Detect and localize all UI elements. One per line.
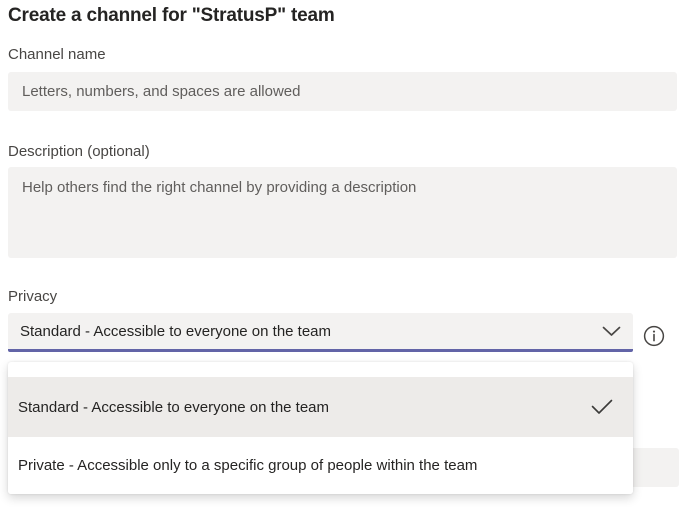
channel-name-label: Channel name <box>8 46 106 63</box>
description-textarea[interactable] <box>8 167 677 258</box>
privacy-selected-value: Standard - Accessible to everyone on the… <box>20 322 332 340</box>
privacy-options-popup: Standard - Accessible to everyone on the… <box>8 362 633 494</box>
checkmark-icon <box>591 399 613 415</box>
option-label: Standard - Accessible to everyone on the… <box>18 398 330 416</box>
privacy-option-standard[interactable]: Standard - Accessible to everyone on the… <box>8 377 633 437</box>
description-label: Description (optional) <box>8 143 150 160</box>
privacy-label: Privacy <box>8 288 58 305</box>
privacy-option-private[interactable]: Private - Accessible only to a specific … <box>8 437 633 494</box>
privacy-dropdown[interactable]: Standard - Accessible to everyone on the… <box>8 313 633 352</box>
option-label: Private - Accessible only to a specific … <box>18 457 478 474</box>
privacy-info-button[interactable] <box>643 325 665 347</box>
info-icon <box>643 325 665 347</box>
dialog-title: Create a channel for "StratusP" team <box>8 5 335 26</box>
chevron-down-icon <box>602 326 621 337</box>
channel-name-input[interactable] <box>8 72 677 111</box>
